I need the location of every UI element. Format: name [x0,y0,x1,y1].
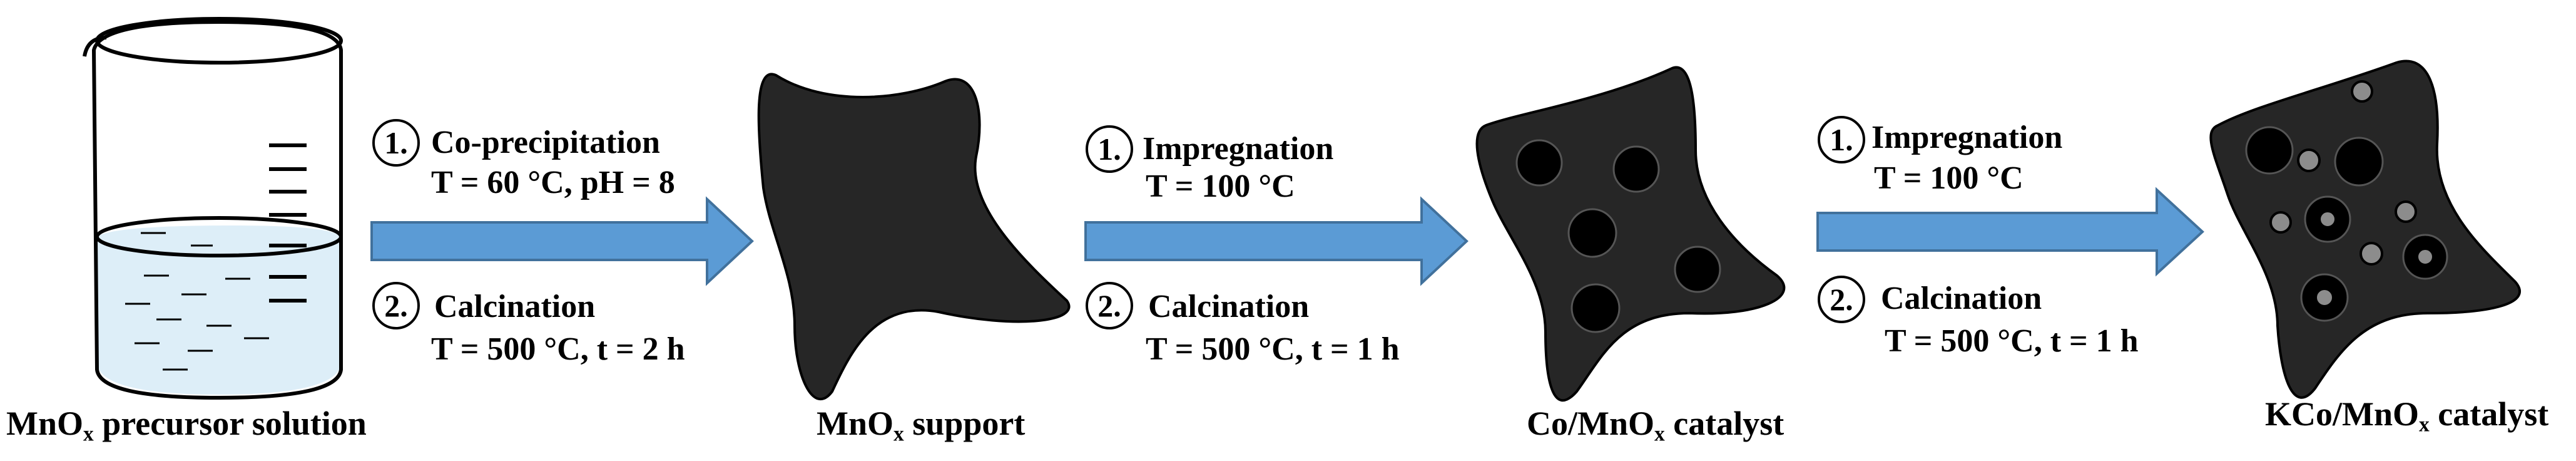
stage-caption: Co/MnOx catalyst [1527,405,1784,446]
beaker-liquid [95,225,341,395]
beaker-icon [83,17,343,400]
step-number-2: 2. [372,282,420,329]
step-title: Co-precipitation [431,125,660,160]
step-number-2: 2. [1086,282,1133,329]
step-condition: T = 500 °C, t = 1 h [1885,323,2139,359]
process-arrow [370,196,754,286]
step-number-2: 2. [1818,276,1865,323]
beaker-rim [83,36,107,57]
step-condition: T = 100 °C [1874,160,2024,196]
liquid-dashes [125,232,269,371]
process-arrow [1816,187,2204,277]
stage-caption: MnOx precursor solution [6,405,367,446]
co-particles [1515,139,1721,333]
step-title: Impregnation [1143,131,1334,167]
beaker-wall [91,19,343,400]
step-title: Calcination [434,289,596,324]
mnox-support-shape [757,73,1071,401]
step-title: Calcination [1881,281,2042,316]
step-condition: T = 500 °C, t = 1 h [1146,331,1400,367]
step-number-1: 1. [372,119,420,167]
process-arrow [1084,196,1469,286]
step-number-1: 1. [1086,125,1133,173]
step-title: Calcination [1148,289,1310,324]
stage-caption: MnOx support [817,405,1026,446]
step-condition: T = 60 °C, pH = 8 [431,165,675,200]
beaker-top-ellipse [95,17,343,65]
kco-mnox-shape [2209,60,2521,399]
step-number-1: 1. [1818,116,1865,163]
step-title: Impregnation [1871,120,2063,155]
co-mnox-shape [1475,66,1786,402]
liquid-surface [95,216,343,257]
step-condition: T = 500 °C, t = 2 h [431,331,685,367]
step-condition: T = 100 °C [1146,168,1295,204]
k-particles [2269,80,2435,308]
stage-caption: KCo/MnOx catalyst [2265,395,2549,437]
